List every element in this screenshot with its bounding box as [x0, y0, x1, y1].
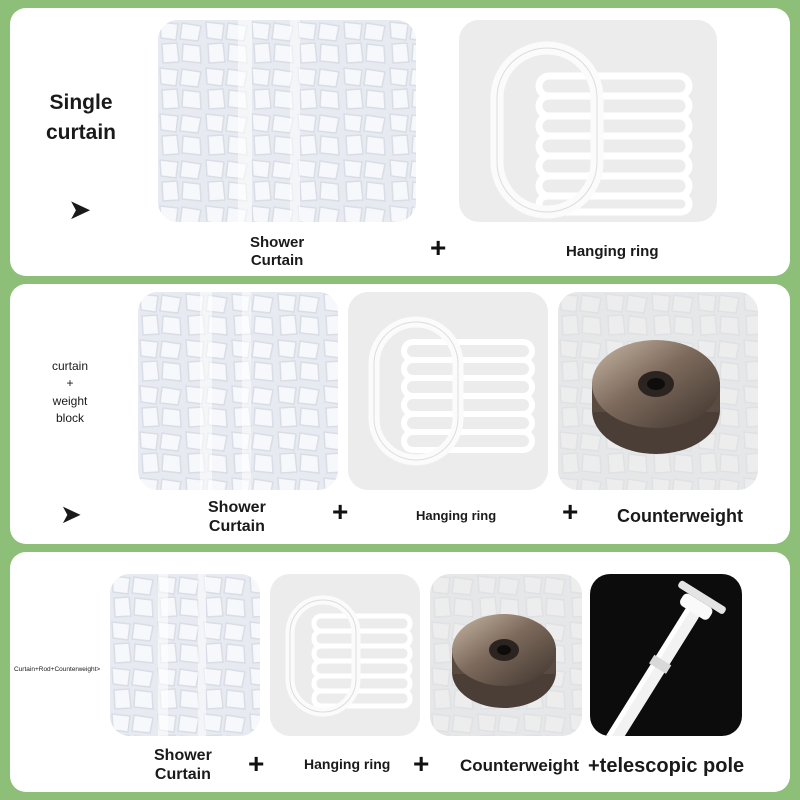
curtain-image — [110, 574, 260, 736]
option-panel-weight[interactable]: curtain + weight block ➤ Shower — [10, 284, 790, 544]
hanging-ring-image — [459, 20, 717, 222]
option-title-line: block — [56, 411, 85, 426]
telescopic-pole-label: +telescopic pole — [588, 755, 745, 777]
option-panel-full-set[interactable]: Curtain+Rod+Counterweight> — [10, 552, 790, 792]
telescopic-pole-image — [590, 574, 742, 736]
curtain-label-line: Shower — [250, 234, 305, 251]
curtain-image — [158, 20, 416, 222]
option-title-line: weight — [52, 393, 88, 408]
option-panel-single[interactable]: Single curtain ➤ Shower Curtain + Hangin… — [10, 8, 790, 276]
hanging-ring-image — [348, 292, 548, 490]
plus-icon: + — [562, 496, 579, 527]
curtain-label: Shower Curtain — [154, 746, 212, 784]
plus-icon: + — [332, 496, 349, 527]
hanging-ring-image — [270, 574, 420, 736]
curtain-label-line: Shower — [154, 747, 212, 764]
curtain-image — [138, 292, 338, 490]
option-title: Single curtain — [46, 88, 116, 149]
arrow-right-icon: ➤ — [68, 194, 92, 225]
curtain-label-line: Curtain — [250, 252, 304, 269]
curtain-label: Shower Curtain — [250, 234, 304, 270]
curtain-label-line: Curtain — [154, 766, 211, 784]
option-title-line: Single — [49, 91, 113, 114]
curtain-label: Shower Curtain — [208, 498, 266, 536]
ring-label: Hanging ring — [304, 756, 391, 772]
ring-label: Hanging ring — [566, 243, 659, 260]
option-title: curtain + weight block — [52, 358, 88, 428]
option-title-line: curtain — [46, 121, 117, 145]
arrow-right-icon: ➤ — [60, 499, 82, 529]
curtain-label-line: Curtain — [208, 518, 265, 536]
plus-icon: + — [248, 748, 265, 779]
counterweight-image — [558, 292, 758, 490]
counterweight-image — [430, 574, 582, 736]
option-title-line: + — [66, 376, 74, 391]
counterweight-label: Counterweight — [617, 506, 743, 526]
option-title-line: curtain — [52, 359, 89, 373]
ring-label: Hanging ring — [416, 508, 497, 523]
plus-icon: + — [430, 232, 447, 263]
curtain-label-line: Shower — [208, 499, 266, 516]
plus-icon: + — [413, 748, 430, 779]
counterweight-label: Counterweight — [460, 756, 579, 775]
option-title: Curtain+Rod+Counterweight> — [14, 666, 101, 673]
